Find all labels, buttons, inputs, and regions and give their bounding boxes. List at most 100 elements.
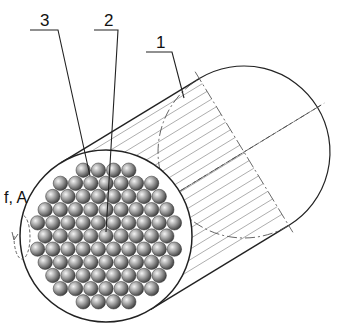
surface-hatch — [180, 153, 245, 192]
particle-sphere — [61, 268, 75, 282]
particle-sphere — [53, 281, 67, 295]
particle-sphere — [122, 268, 136, 282]
surface-hatch — [192, 191, 268, 237]
particle-sphere — [122, 216, 136, 230]
particle-sphere — [30, 242, 44, 256]
particle-sphere — [91, 295, 105, 309]
particle-sphere — [129, 202, 143, 216]
surface-hatch — [192, 184, 264, 228]
surface-hatch — [190, 176, 259, 218]
particle-sphere — [137, 189, 151, 203]
particle-sphere — [53, 176, 67, 190]
particle-sphere — [99, 176, 113, 190]
particle-sphere — [68, 202, 82, 216]
surface-hatch — [169, 137, 235, 177]
particle-sphere — [152, 268, 166, 282]
particle-sphere — [114, 281, 128, 295]
surface-hatch — [191, 199, 273, 249]
particle-sphere — [68, 229, 82, 243]
particle-sphere — [129, 176, 143, 190]
particle-sphere — [144, 176, 158, 190]
leader-line — [146, 52, 184, 98]
particle-sphere — [160, 229, 174, 243]
particle-sphere — [84, 255, 98, 269]
particle-sphere — [91, 268, 105, 282]
particle-sphere — [38, 255, 52, 269]
far-end-outline — [199, 66, 330, 225]
particle-sphere — [152, 189, 166, 203]
particle-sphere — [99, 281, 113, 295]
particle-sphere — [137, 268, 151, 282]
particle-sphere — [106, 163, 120, 177]
surface-hatch — [175, 145, 240, 184]
particle-sphere — [106, 268, 120, 282]
callout-number: 1 — [156, 34, 165, 51]
particle-sphere — [76, 189, 90, 203]
particle-sphere — [160, 202, 174, 216]
particle-sphere — [91, 189, 105, 203]
particle-sphere — [144, 281, 158, 295]
particle-sphere — [84, 281, 98, 295]
particle-sphere — [167, 216, 181, 230]
particle-sphere — [122, 295, 136, 309]
surface-hatch — [163, 130, 231, 171]
particle-sphere — [91, 216, 105, 230]
particle-sphere — [68, 281, 82, 295]
surface-hatch — [91, 84, 202, 152]
particle-sphere — [99, 202, 113, 216]
particle-sphere — [91, 163, 105, 177]
particle-sphere — [46, 189, 60, 203]
particle-sphere — [53, 202, 67, 216]
cylinder-outline — [61, 79, 199, 163]
particle-sphere — [144, 229, 158, 243]
surface-hatch — [183, 214, 282, 274]
surface-hatch — [188, 168, 254, 208]
particle-sphere — [76, 242, 90, 256]
particle-sphere — [76, 268, 90, 282]
particle-sphere — [152, 216, 166, 230]
surface-hatch — [136, 107, 216, 156]
surface-hatch — [188, 207, 277, 261]
particle-sphere — [122, 163, 136, 177]
particle-sphere — [46, 216, 60, 230]
particle-sphere — [61, 242, 75, 256]
parameter-label: f, A — [4, 190, 27, 206]
particle-sphere — [160, 255, 174, 269]
particle-sphere — [144, 255, 158, 269]
particle-sphere — [106, 216, 120, 230]
particle-sphere — [137, 216, 151, 230]
surface-hatch — [184, 161, 249, 201]
particle-sphere — [38, 229, 52, 243]
particle-sphere — [167, 242, 181, 256]
particle-sphere — [99, 255, 113, 269]
particle-sphere — [38, 202, 52, 216]
particle-sphere — [46, 242, 60, 256]
cylinder-outline — [151, 225, 289, 309]
particle-sphere — [106, 295, 120, 309]
callout-number: 2 — [104, 12, 113, 29]
leader-line — [94, 30, 118, 232]
particle-sphere — [129, 255, 143, 269]
particle-sphere — [68, 255, 82, 269]
particle-sphere — [137, 242, 151, 256]
particle-sphere — [53, 229, 67, 243]
particle-sphere — [84, 176, 98, 190]
particle-sphere — [61, 216, 75, 230]
particle-sphere — [30, 216, 44, 230]
particle-sphere — [122, 242, 136, 256]
leader-line — [30, 30, 90, 176]
callout-number: 3 — [40, 12, 49, 29]
surface-hatch — [125, 99, 212, 152]
particle-sphere — [84, 229, 98, 243]
rotation-arrowhead — [12, 232, 18, 240]
center-line — [195, 72, 293, 233]
particle-sphere — [53, 255, 67, 269]
center-line — [164, 105, 321, 201]
particle-sphere — [84, 202, 98, 216]
particle-sphere — [68, 176, 82, 190]
particle-sphere — [76, 295, 90, 309]
particle-sphere — [114, 229, 128, 243]
particle-sphere — [61, 189, 75, 203]
